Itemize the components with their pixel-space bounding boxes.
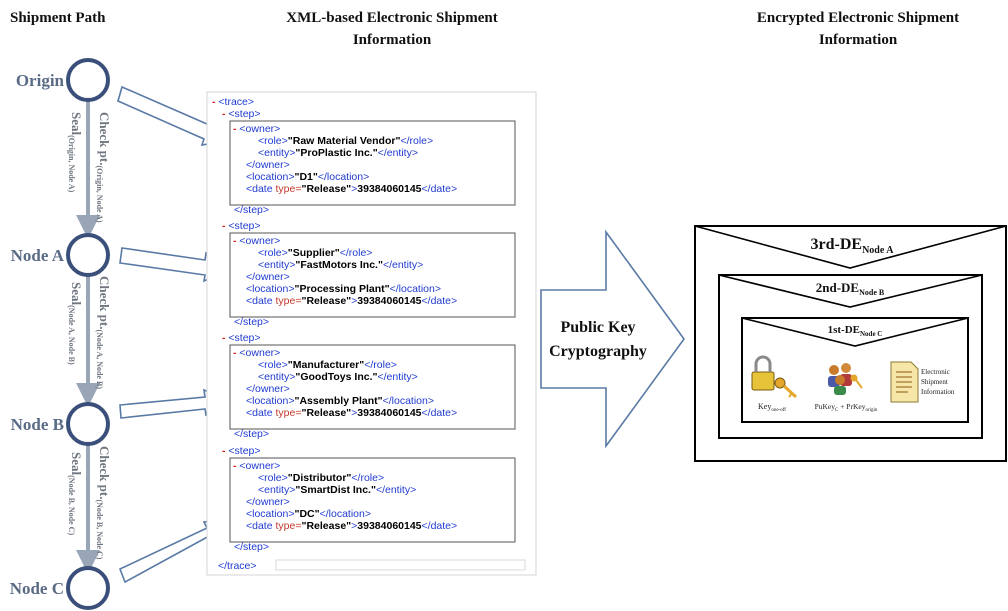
xml-step-close: </step> — [234, 541, 269, 553]
xml-role: <role>"Supplier"</role> — [258, 247, 372, 259]
check-label-1: Check pt.(Origin, Node A) — [95, 112, 112, 223]
key-one-off-label: Keyone-off — [758, 402, 786, 413]
seal-label-3: Seal(Node B, Node C) — [67, 452, 84, 535]
envelope-1st: 1st-DENode C — [741, 317, 969, 423]
xml-step-close: </step> — [234, 204, 269, 216]
xml-role: <role>"Manufacturer"</role> — [258, 359, 397, 371]
node-circle — [66, 58, 110, 102]
node-c: Node C — [10, 566, 110, 610]
xml-entity: <entity>"ProPlastic Inc."</entity> — [258, 147, 418, 159]
xml-date: <date type="Release">39384060145</date> — [246, 407, 457, 419]
xml-step-open: - <step> — [222, 108, 261, 120]
xml-owner-close: </owner> — [246, 271, 290, 283]
envelope-1st-label: 1st-DENode C — [828, 324, 883, 338]
xml-owner-open: - <owner> — [233, 235, 280, 247]
xml-step: - <step> - <owner><role>"Raw Material Ven… — [222, 108, 516, 216]
xml-step: - <step> - <owner><role>"Distributor"</ro… — [222, 445, 516, 553]
public-key-line1: Public Key — [560, 319, 635, 336]
check-label-3: Check pt.(Node B, Node C) — [95, 446, 112, 560]
node-b: Node B — [11, 402, 110, 446]
public-key-arrow: Public Key Cryptography — [540, 229, 685, 449]
svg-text:Check pt.(Node B, Node C): Check pt.(Node B, Node C) — [95, 446, 112, 560]
xml-owner-box — [229, 344, 516, 430]
header-encrypted-line2: Information — [819, 32, 898, 48]
header-xml-info-line2: Information — [353, 32, 432, 48]
xml-entity: <entity>"GoodToys Inc."</entity> — [258, 371, 418, 383]
svg-text:Seal(Origin, Node A): Seal(Origin, Node A) — [67, 112, 84, 193]
envelope-2nd-label: 2nd-DENode B — [816, 280, 885, 297]
public-key-arrow-shape — [540, 229, 685, 449]
xml-owner-close: </owner> — [246, 496, 290, 508]
envelope-2nd-flap — [718, 274, 983, 308]
xml-step-open: - <step> — [222, 332, 261, 344]
document-icon — [890, 361, 919, 403]
xml-owner-open: - <owner> — [233, 460, 280, 472]
envelope-1st-flap — [741, 317, 969, 347]
header-xml-info-line1: XML-based Electronic Shipment — [286, 10, 497, 26]
xml-owner-open: - <owner> — [233, 347, 280, 359]
doc-label-line2: Shipment — [921, 378, 948, 386]
xml-entity: <entity>"FastMotors Inc."</entity> — [258, 259, 423, 271]
xml-location: <location>"Processing Plant"</location> — [246, 283, 441, 295]
xml-entity: <entity>"SmartDist Inc."</entity> — [258, 484, 416, 496]
node-label-c: Node C — [10, 579, 64, 598]
xml-role: <role>"Raw Material Vendor"</role> — [258, 135, 433, 147]
xml-scrollbar[interactable] — [275, 559, 526, 571]
check-label-2: Check pt.(Node A, Node B) — [95, 276, 112, 389]
xml-location: <location>"Assembly Plant"</location> — [246, 395, 434, 407]
xml-panel: - <trace> </trace> - <step>- <owner><rol… — [206, 91, 537, 576]
xml-location: <location>"D1"</location> — [246, 171, 369, 183]
pukey-prkey-label: PuKeyC + PrKeyorigin — [815, 402, 878, 413]
svg-text:Check pt.(Node A, Node B): Check pt.(Node A, Node B) — [95, 276, 112, 389]
node-circle — [66, 233, 110, 277]
public-key-line2: Cryptography — [549, 343, 647, 360]
key-lock-icon — [751, 355, 798, 399]
header-shipment-path: Shipment Path — [10, 10, 106, 26]
xml-step-open: - <step> — [222, 220, 261, 232]
users-icon — [828, 363, 863, 395]
svg-text:Seal(Node A, Node B): Seal(Node A, Node B) — [67, 282, 84, 365]
seal-label-2: Seal(Node A, Node B) — [67, 282, 84, 365]
xml-step-close: </step> — [234, 316, 269, 328]
node-label-a: Node A — [11, 246, 65, 265]
xml-owner-box — [229, 457, 516, 543]
node-label-b: Node B — [11, 415, 64, 434]
xml-location: <location>"DC"</location> — [246, 508, 371, 520]
xml-date: <date type="Release">39384060145</date> — [246, 183, 457, 195]
xml-root-open: - <trace> — [212, 96, 254, 108]
xml-date: <date type="Release">39384060145</date> — [246, 295, 457, 307]
xml-owner-close: </owner> — [246, 383, 290, 395]
seal-label-1: Seal(Origin, Node A) — [67, 112, 84, 193]
envelope-3rd-flap — [694, 225, 1007, 269]
xml-owner-open: - <owner> — [233, 123, 280, 135]
doc-label-line3: Information — [921, 388, 955, 396]
svg-text:Check pt.(Origin, Node A): Check pt.(Origin, Node A) — [95, 112, 112, 223]
header-encrypted-line1: Encrypted Electronic Shipment — [757, 10, 959, 26]
xml-step: - <step> - <owner><role>"Manufacturer"</r… — [222, 332, 516, 440]
xml-owner-close: </owner> — [246, 159, 290, 171]
xml-owner-box — [229, 232, 516, 318]
node-label-origin: Origin — [16, 71, 65, 90]
xml-root-close: </trace> — [218, 560, 257, 572]
xml-steps: - <step>- <owner><role>"Raw Material Ven… — [222, 108, 516, 553]
xml-step-open: - <step> — [222, 445, 261, 457]
envelope-3rd-label: 3rd-DENode A — [811, 236, 895, 256]
envelope-1st-frame — [741, 317, 969, 423]
svg-text:Seal(Node B, Node C): Seal(Node B, Node C) — [67, 452, 84, 535]
node-origin: Origin — [16, 58, 110, 102]
xml-step-close: </step> — [234, 428, 269, 440]
node-a: Node A — [11, 233, 110, 277]
doc-label-line1: Electronic — [921, 368, 950, 376]
node-circle — [66, 566, 110, 610]
xml-panel-frame — [206, 91, 537, 576]
xml-role: <role>"Distributor"</role> — [258, 472, 384, 484]
xml-date: <date type="Release">39384060145</date> — [246, 520, 457, 532]
node-circle — [66, 402, 110, 446]
xml-owner-box — [229, 120, 516, 206]
xml-step: - <step> - <owner><role>"Supplier"</role>… — [222, 220, 516, 328]
